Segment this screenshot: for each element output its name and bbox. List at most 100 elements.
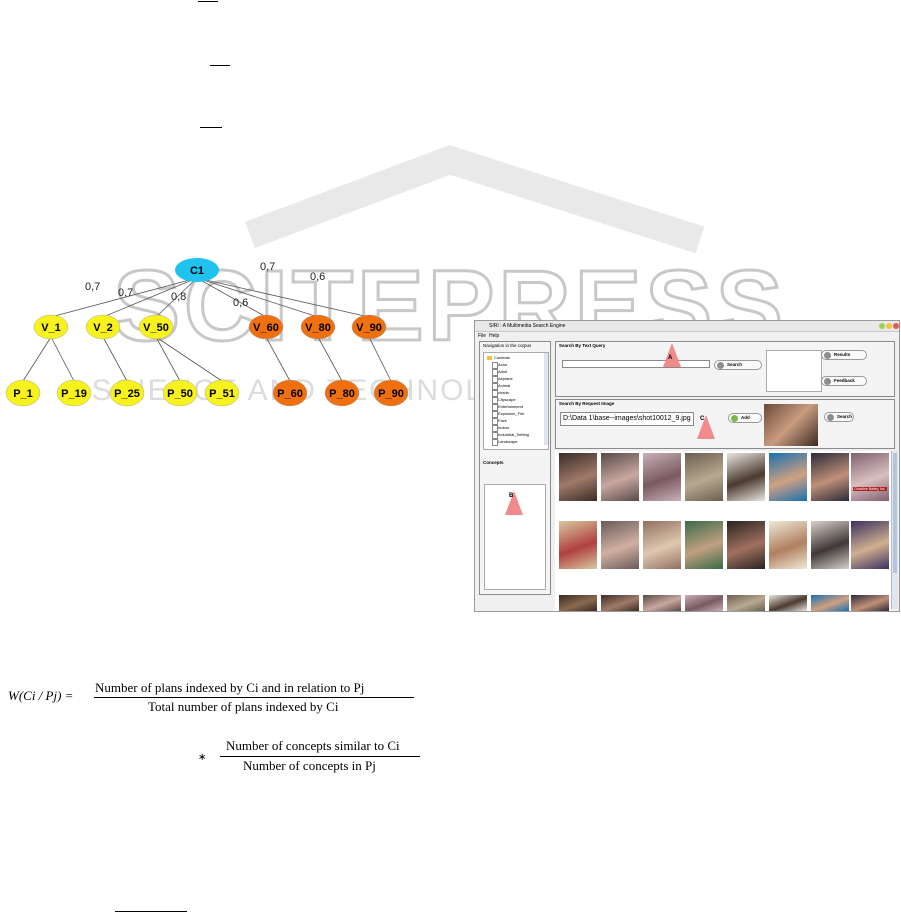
scroll-thumb[interactable] [893, 453, 897, 573]
tree-edge [317, 336, 343, 382]
result-thumbnail[interactable] [727, 453, 765, 501]
tree-scrollbar[interactable] [544, 353, 548, 445]
tree-item[interactable]: Indoor [491, 425, 510, 432]
weight-formula: W(Ci / Pj) = Number of plans indexed by … [0, 680, 450, 790]
result-thumbnail[interactable] [685, 595, 723, 611]
menu-file[interactable]: File [478, 333, 487, 339]
add-button-label: Add [741, 415, 750, 420]
result-thumbnail[interactable] [685, 453, 723, 501]
marker-c-label: C [700, 416, 705, 422]
tree-root[interactable]: Contents [494, 355, 511, 360]
close-button[interactable] [893, 323, 899, 329]
formula-lhs: W(Ci / Pj) = [8, 688, 74, 703]
tree-edge [155, 336, 223, 382]
formula-times: ∗ [198, 752, 207, 763]
result-thumbnail[interactable] [851, 521, 889, 569]
add-icon [731, 415, 738, 422]
image-path-text: D:\Data 1\base--images\shot10012_9.jpg [563, 415, 691, 422]
result-thumbnail[interactable] [643, 521, 681, 569]
image-search-button[interactable]: Search [824, 412, 854, 422]
tree-item[interactable]: Actor [491, 362, 508, 369]
tree-edge [196, 277, 370, 318]
search-input[interactable] [562, 360, 710, 368]
fraction-bar-1 [198, 1, 218, 2]
tree-node-p [324, 379, 360, 407]
search-button[interactable]: Search [714, 360, 762, 370]
tree-item[interactable]: Landscape [492, 439, 518, 446]
app-window: SIRI : A Multimedia Search Engine File H… [474, 320, 900, 612]
feedback-button[interactable]: Feedback [821, 376, 867, 386]
result-thumbnail[interactable] [643, 453, 681, 501]
edge-label: 0,7 [85, 281, 100, 293]
tree-item[interactable]: Explosion_Fire [491, 411, 525, 418]
fraction-line-1 [94, 697, 414, 698]
tree-node-v [248, 314, 284, 340]
result-thumbnail[interactable] [685, 521, 723, 569]
result-thumbnail[interactable] [559, 595, 597, 611]
formula-numerator-2: Number of concepts similar to Ci [226, 738, 400, 753]
tree-item[interactable]: Adult [491, 369, 508, 376]
result-scrollbar[interactable] [891, 451, 898, 609]
tree-item[interactable]: Industrial_Setting [492, 432, 529, 439]
folder-icon [487, 356, 492, 360]
result-thumbnail[interactable] [601, 595, 639, 611]
tree-edge [102, 277, 198, 318]
tree-item[interactable]: charts [492, 390, 509, 397]
minimize-button[interactable] [879, 323, 885, 329]
result-thumbnail[interactable] [769, 595, 807, 611]
result-thumbnail[interactable] [727, 521, 765, 569]
result-thumbnail[interactable] [811, 521, 849, 569]
result-thumbnail[interactable] [643, 595, 681, 611]
tree-edge [50, 277, 198, 318]
tree-item[interactable]: Cityscape [492, 397, 516, 404]
result-thumbnail[interactable] [851, 453, 889, 501]
tree-node-p [109, 379, 145, 407]
result-thumbnail[interactable] [727, 595, 765, 611]
add-button[interactable]: Add [728, 413, 762, 423]
tree-node-p [162, 379, 198, 407]
tree-item[interactable]: Animal [491, 383, 511, 390]
result-thumbnail[interactable] [601, 521, 639, 569]
tree-node-v [138, 314, 174, 340]
result-thumbnail[interactable] [769, 521, 807, 569]
tree-node-label: P_25 [114, 388, 140, 400]
concepts-title: Concepts [483, 460, 504, 465]
feedback-button-label: Feedback [834, 378, 855, 383]
result-grid: Christine Bailey, Inc. [555, 451, 891, 611]
result-thumbnail[interactable] [559, 521, 597, 569]
results-button[interactable]: Results [821, 350, 867, 360]
window-title: SIRI : A Multimedia Search Engine [489, 323, 566, 329]
result-thumbnail[interactable] [559, 453, 597, 501]
tree-item[interactable]: Entertainment [492, 404, 523, 411]
maximize-button[interactable] [886, 323, 892, 329]
title-bar: SIRI : A Multimedia Search Engine [475, 321, 899, 332]
result-thumbnail[interactable] [811, 453, 849, 501]
tree-node-root [175, 258, 219, 282]
edge-label: 0,7 [118, 287, 133, 299]
image-path-field[interactable]: D:\Data 1\base--images\shot10012_9.jpg [560, 412, 694, 426]
tree-node-label: V_50 [143, 322, 169, 334]
result-thumbnail[interactable] [851, 595, 889, 611]
tree-node-v [33, 314, 69, 340]
tree-node-label: V_90 [356, 322, 382, 334]
marker-b [505, 491, 523, 515]
tree-item[interactable]: Airplane [492, 376, 513, 383]
tree-node-label: P_50 [167, 388, 193, 400]
result-thumbnail[interactable] [601, 453, 639, 501]
marker-a [663, 343, 681, 367]
image-query-panel: Search By Request Image D:\Data 1\base--… [555, 399, 895, 449]
tree-edge [155, 277, 198, 318]
edge-label: 0,6 [233, 297, 248, 309]
result-thumbnail[interactable] [769, 453, 807, 501]
tree-node-p [272, 379, 308, 407]
result-thumbnail[interactable] [811, 595, 849, 611]
tree-node-label: P_90 [378, 388, 404, 400]
tree-node-p [204, 379, 240, 407]
tree-node-p [56, 379, 92, 407]
tree-node-label: V_80 [305, 322, 331, 334]
menu-bar: File Help [475, 332, 899, 340]
tree-item[interactable]: Face [492, 418, 507, 425]
menu-help[interactable]: Help [489, 333, 500, 339]
